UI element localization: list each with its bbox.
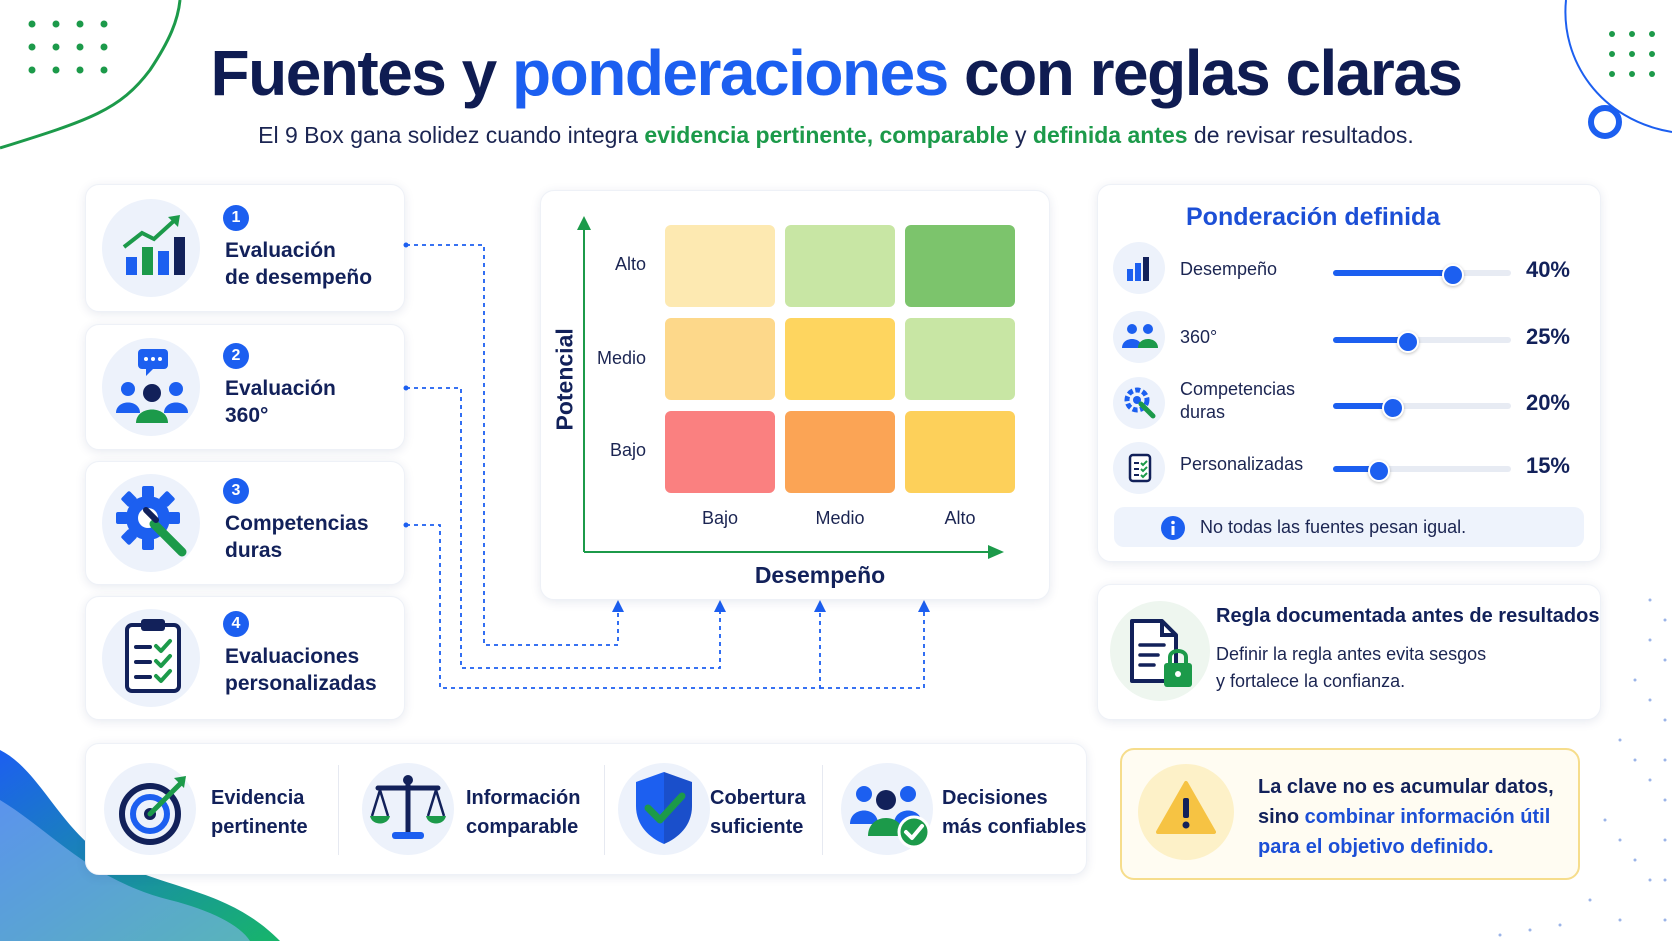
weight-track xyxy=(1333,264,1511,286)
weight-track xyxy=(1333,331,1511,353)
weight-fill xyxy=(1333,403,1392,409)
grid-cell xyxy=(905,225,1015,307)
grid-cell xyxy=(665,411,775,493)
grid-cell xyxy=(665,318,775,400)
y-tick: Medio xyxy=(596,348,646,368)
rule-card: Regla documentada antes de resultados De… xyxy=(1097,584,1601,720)
page-title: Fuentes y ponderaciones con reglas clara… xyxy=(210,37,1463,109)
checklist-icon xyxy=(125,619,181,693)
weight-fill xyxy=(1333,466,1378,472)
weight-percent: 25% xyxy=(1525,324,1570,349)
bar-chart-icon xyxy=(1127,257,1149,281)
x-tick: Medio xyxy=(815,508,865,528)
weights-note-bar xyxy=(1114,507,1584,547)
weight-knob[interactable] xyxy=(1442,264,1464,286)
weights-card: Ponderación definida No todas las fuente… xyxy=(1097,184,1601,562)
weight-knob[interactable] xyxy=(1382,397,1404,419)
rule-title: Regla documentada antes de resultados xyxy=(1216,605,1600,627)
grid-cell xyxy=(785,411,895,493)
gear-wrench-icon xyxy=(1124,387,1156,419)
y-tick: Bajo xyxy=(609,440,646,460)
weight-label: Personalizadas xyxy=(1180,454,1304,474)
y-tick: Alto xyxy=(614,254,646,274)
weights-title: Ponderación definida xyxy=(1186,203,1441,231)
weight-track xyxy=(1333,397,1511,419)
source-number: 4 xyxy=(223,611,249,637)
x-tick: Bajo xyxy=(701,508,739,528)
shield-check-icon xyxy=(636,772,692,844)
decor-bottom-left-wave xyxy=(0,750,280,941)
source-number: 1 xyxy=(223,205,249,231)
weight-percent: 20% xyxy=(1525,390,1570,415)
document-lock-icon xyxy=(1130,619,1192,687)
weight-knob[interactable] xyxy=(1397,331,1419,353)
source-number: 2 xyxy=(223,343,249,369)
team-check-icon xyxy=(850,786,931,849)
grid-axes xyxy=(577,216,1004,559)
team-feedback-icon xyxy=(116,349,188,423)
x-axis-title: Desempeño xyxy=(754,562,886,588)
weights-note: No todas las fuentes pesan igual. xyxy=(1200,517,1467,537)
warning-icon xyxy=(1156,781,1216,834)
team-icon xyxy=(1122,324,1158,348)
page-subtitle: El 9 Box gana solidez cuando integra evi… xyxy=(258,122,1414,148)
features-card xyxy=(85,743,1087,875)
weight-fill xyxy=(1333,337,1407,343)
grid-cell xyxy=(905,411,1015,493)
decor-dot-pattern xyxy=(1498,598,1667,937)
weight-knob[interactable] xyxy=(1368,460,1390,482)
x-tick: Alto xyxy=(944,508,976,528)
decor-top-left xyxy=(0,0,182,150)
y-axis-title: Potencial xyxy=(551,328,578,431)
weight-label: 360° xyxy=(1180,327,1218,347)
source-number: 3 xyxy=(223,478,249,504)
decor-top-right xyxy=(1564,0,1672,139)
grid-cell xyxy=(665,225,775,307)
weight-label: Desempeño xyxy=(1180,259,1278,279)
checklist-icon xyxy=(1128,453,1152,483)
gear-wrench-icon xyxy=(116,486,187,557)
weight-track xyxy=(1333,460,1511,482)
key-card: La clave no es acumular datos, sino comb… xyxy=(1120,748,1580,880)
grid-cell xyxy=(785,225,895,307)
bar-chart-growth-icon xyxy=(122,215,185,275)
info-icon xyxy=(1161,516,1185,540)
target-icon xyxy=(119,776,186,845)
grid-cell xyxy=(785,318,895,400)
grid-cell xyxy=(905,318,1015,400)
weight-fill xyxy=(1333,270,1452,276)
weight-percent: 40% xyxy=(1525,257,1570,282)
balance-scale-icon xyxy=(370,775,446,839)
key-text: La clave no es acumular datos, sino comb… xyxy=(1258,776,1554,858)
weight-percent: 15% xyxy=(1525,453,1570,478)
